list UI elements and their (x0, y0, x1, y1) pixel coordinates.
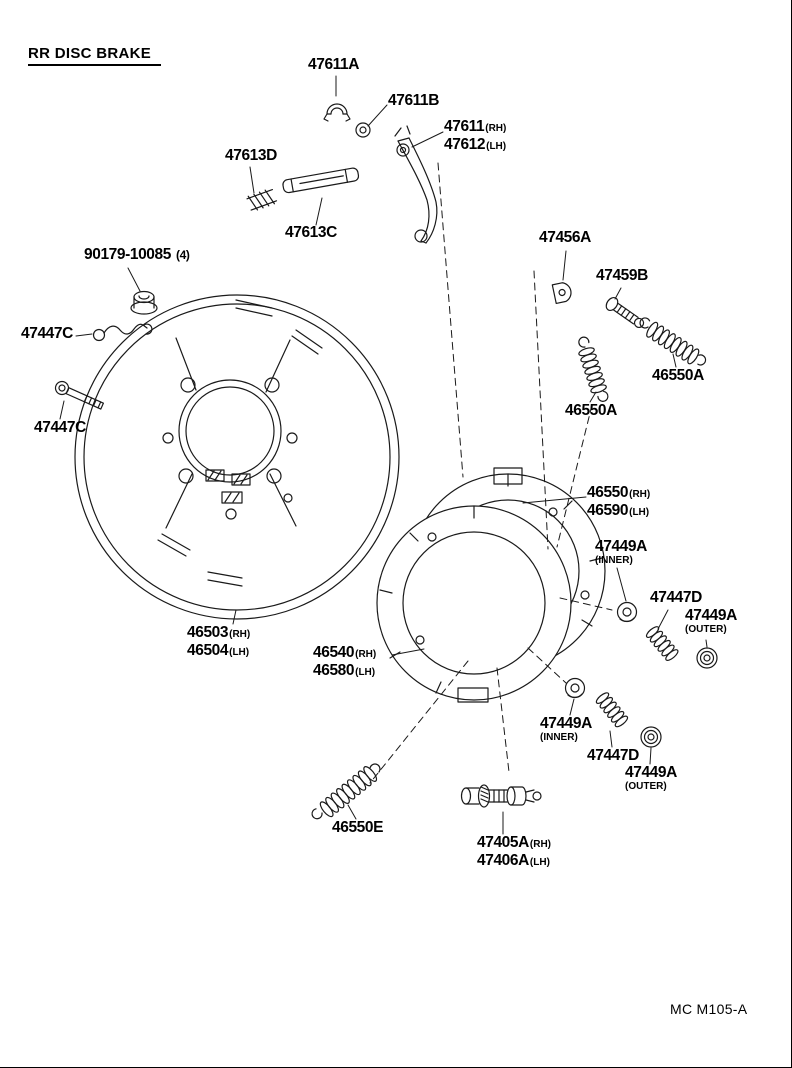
part-number: 47449A (595, 538, 647, 555)
part-side: (LH) (529, 857, 550, 868)
clip-47611a-drawing (323, 103, 351, 122)
adjuster-47405a-drawing (460, 784, 542, 808)
part-number: 46504 (187, 642, 229, 659)
part-number: 46550 (587, 484, 629, 501)
ratchet-47613d-drawing (246, 188, 278, 211)
spring-46550e-drawing (311, 763, 381, 820)
brake-shoe-front-drawing (376, 505, 572, 703)
label-47449a-upper-inner: 47449A (INNER) (595, 539, 647, 567)
part-side: (LH) (355, 667, 376, 678)
washer-47449a-lower-drawing (640, 726, 662, 748)
strut-47613c-drawing (282, 167, 360, 194)
part-side: (RH) (629, 489, 651, 500)
part-position: (OUTER) (685, 624, 727, 635)
part-number: 46580 (313, 662, 355, 679)
part-number: 47449A (685, 607, 737, 624)
label-47447d-upper: 47447D (650, 589, 702, 606)
part-position: (INNER) (540, 732, 578, 743)
adjuster-bolt-47459b-drawing (605, 296, 645, 329)
part-side: (RH) (355, 649, 377, 660)
cup-47449a-lower-drawing (564, 677, 586, 699)
assembly-dashed-lines (369, 162, 613, 784)
part-position: (OUTER) (625, 781, 667, 792)
label-47613d: 47613D (225, 147, 277, 164)
label-nut-90179: 90179-10085 (4) (84, 246, 190, 263)
part-position: (INNER) (595, 555, 633, 566)
spring-46550a-right-drawing (639, 317, 707, 366)
label-lever-47611-47612: 47611(RH) 47612(LH) (444, 119, 506, 155)
page-title: RR DISC BRAKE (28, 45, 162, 66)
part-quantity: (4) (175, 248, 190, 262)
label-47447c-hook: 47447C (21, 325, 73, 342)
label-46550a-right: 46550A (652, 367, 704, 384)
label-row-lh: 46590(LH) (587, 503, 650, 521)
washer-47611b-drawing (355, 122, 371, 138)
part-number: 47406A (477, 852, 529, 869)
part-number: 47449A (540, 715, 592, 732)
spring-46550a-left-drawing (578, 336, 609, 402)
parking-lever-drawing (394, 125, 438, 244)
washer-47449a-upper-drawing (696, 647, 718, 669)
part-number: 47612 (444, 136, 486, 153)
part-number: 46540 (313, 644, 355, 661)
label-47449a-upper-outer: 47449A (OUTER) (685, 608, 737, 636)
label-shoe-46540-46580: 46540(RH) 46580(LH) (313, 645, 376, 681)
part-side: (LH) (486, 141, 507, 152)
spring-47447d-upper-drawing (645, 626, 679, 661)
label-47447c-bolt: 47447C (34, 419, 86, 436)
label-47613c: 47613C (285, 224, 337, 241)
label-46550e: 46550E (332, 819, 384, 836)
spring-47447d-lower-drawing (595, 692, 629, 728)
label-row-lh: 46504(LH) (187, 643, 250, 661)
bolt-47447c-drawing (54, 380, 105, 410)
part-number: 46503 (187, 624, 229, 641)
part-number: 47611 (444, 118, 485, 135)
label-47611a: 47611A (308, 56, 360, 73)
part-side: (RH) (485, 123, 507, 134)
backing-plate-drawing (74, 294, 400, 620)
part-number: 47405A (477, 834, 529, 851)
label-row-lh: 46580(LH) (313, 663, 376, 681)
part-number: 46590 (587, 502, 629, 519)
part-side: (RH) (229, 629, 251, 640)
cup-47449a-upper-drawing (616, 601, 638, 623)
label-row-rh: 47611(RH) (444, 119, 506, 137)
part-number: 90179-10085 (84, 246, 171, 263)
leader-lines (59, 75, 708, 835)
part-number: 47449A (625, 764, 677, 781)
anchor-clip-47456a-drawing (551, 282, 572, 305)
page-code: MC M105-A (670, 1001, 748, 1017)
label-47456a: 47456A (539, 229, 591, 246)
label-shoe-46550-46590: 46550(RH) 46590(LH) (587, 485, 650, 521)
hook-47447c-drawing (92, 323, 153, 342)
label-row-rh: 47405A(RH) (477, 835, 551, 853)
label-47459b: 47459B (596, 267, 648, 284)
label-47449a-lower-inner: 47449A (INNER) (540, 716, 592, 744)
label-plate-46503-46504: 46503(RH) 46504(LH) (187, 625, 250, 661)
label-47449a-lower-outer: 47449A (OUTER) (625, 765, 677, 793)
label-47611b: 47611B (388, 92, 440, 109)
part-side: (LH) (229, 647, 250, 658)
part-side: (RH) (529, 839, 552, 850)
label-adjuster-47405a-47406a: 47405A(RH) 47406A(LH) (477, 835, 551, 871)
label-47447d-lower: 47447D (587, 747, 639, 764)
label-46550a-left: 46550A (565, 402, 617, 419)
label-row-rh: 46540(RH) (313, 645, 376, 663)
label-row-lh: 47612(LH) (444, 137, 506, 155)
part-side: (LH) (629, 507, 650, 518)
label-row-rh: 46550(RH) (587, 485, 650, 503)
label-row-rh: 46503(RH) (187, 625, 250, 643)
nut-90179-drawing (130, 290, 158, 315)
label-row-lh: 47406A(LH) (477, 853, 551, 871)
